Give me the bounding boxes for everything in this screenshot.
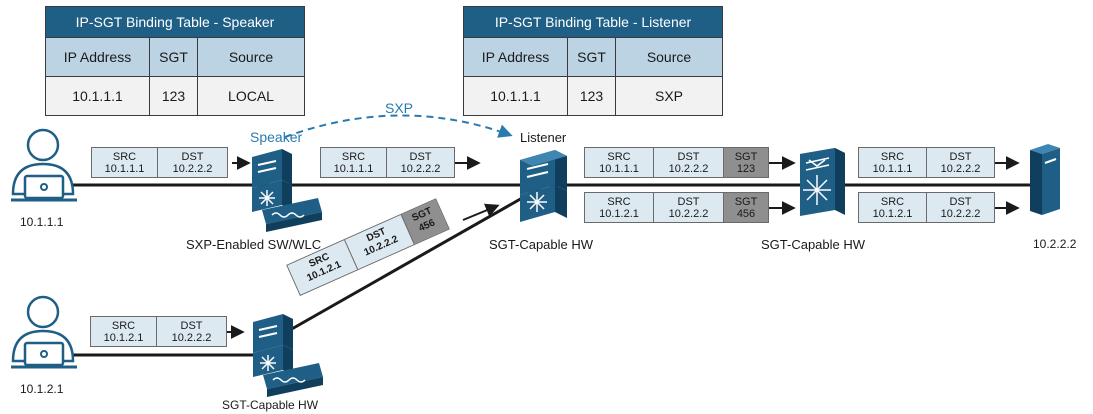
speaker-cell-sgt: 123: [149, 76, 198, 116]
listener-col-ip: IP Address: [463, 37, 568, 77]
center-switch-icon: [520, 150, 567, 222]
listener-col-source: Source: [615, 37, 723, 77]
listener-label: Listener: [520, 130, 567, 145]
lower-switch-label: SGT-Capable HW: [222, 398, 319, 412]
server-ip: 10.2.2.2: [1033, 237, 1077, 251]
sxp-switch-label: SXP-Enabled SW/WLC: [186, 237, 322, 252]
speaker-cell-source: LOCAL: [197, 76, 305, 116]
sxp-label: SXP: [385, 100, 414, 116]
right-switch-icon: [800, 148, 845, 216]
sxp-switch-icon: [252, 149, 322, 232]
server-icon: [1030, 144, 1060, 215]
lower-switch-icon: [253, 314, 323, 397]
listener-binding-table: IP-SGT Binding Table - Listener IP Addre…: [463, 6, 723, 116]
listener-cell-source: SXP: [615, 76, 723, 116]
lower-uplink: [289, 183, 546, 332]
speaker-binding-table: IP-SGT Binding Table - Speaker IP Addres…: [45, 6, 305, 116]
speaker-label: Speaker: [250, 129, 303, 145]
flow-arrow-8: [462, 203, 500, 221]
user-laptop-icon: [11, 128, 77, 202]
user-laptop-icon: [11, 295, 77, 369]
right-switch-label: SGT-Capable HW: [761, 237, 866, 252]
host2-ip: 10.1.2.1: [20, 382, 64, 396]
speaker-cell-ip: 10.1.1.1: [45, 76, 150, 116]
listener-table-title: IP-SGT Binding Table - Listener: [463, 6, 723, 38]
center-switch-label: SGT-Capable HW: [489, 237, 594, 252]
listener-cell-ip: 10.1.1.1: [463, 76, 568, 116]
listener-col-sgt: SGT: [567, 37, 616, 77]
host1-ip: 10.1.1.1: [20, 215, 64, 229]
sxp-connection-arrow: [284, 114, 513, 138]
speaker-table-title: IP-SGT Binding Table - Speaker: [45, 6, 305, 38]
speaker-col-source: Source: [197, 37, 305, 77]
listener-cell-sgt: 123: [567, 76, 616, 116]
